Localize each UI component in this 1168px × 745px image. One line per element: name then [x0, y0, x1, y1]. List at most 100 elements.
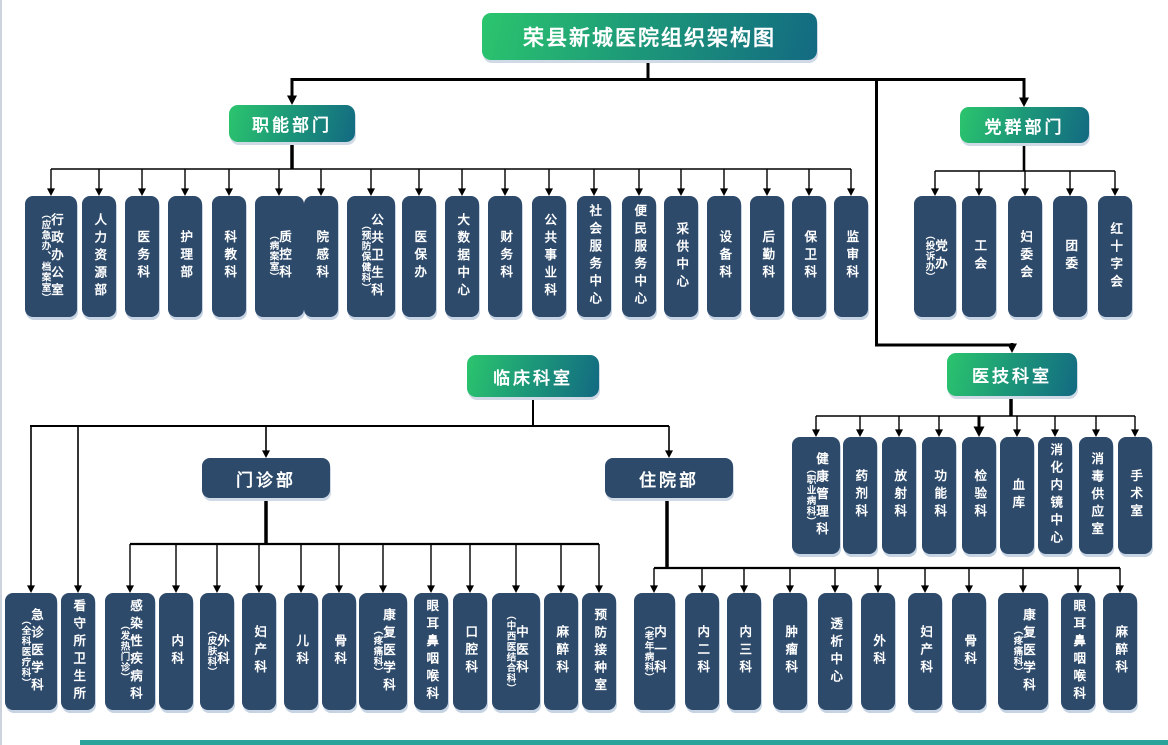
dept-box: 内科 — [159, 593, 193, 710]
branch-medical-tech-departments: 医技科室 — [947, 353, 1077, 396]
dept-box: 内二科 — [685, 593, 719, 710]
dept-subname: （疼痛科） — [371, 625, 383, 678]
dept-box: 公共卫生科（预防保健科） — [347, 196, 395, 317]
dept-name: 内一科 — [652, 625, 666, 678]
dept-box: 感染性疾病科（发热门诊） — [105, 593, 155, 710]
dept-name: 看守所卫生所 — [71, 599, 86, 704]
dept-name: 妇产科 — [252, 625, 267, 678]
dept-name: 设备科 — [717, 230, 732, 283]
dept-box: 党办（投诉办） — [914, 196, 956, 317]
dept-box: 财务科 — [488, 196, 522, 317]
dept-box: 预防接种室 — [582, 593, 616, 710]
dept-box: 儿科 — [284, 593, 318, 710]
dept-box: 妇产科 — [908, 593, 942, 710]
dept-box: 药剂科 — [843, 437, 877, 554]
dept-name: 监审科 — [844, 230, 859, 283]
dept-name: 麻醉科 — [554, 625, 569, 678]
dept-box: 妇产科 — [242, 593, 276, 710]
dept-box: 院感科 — [304, 196, 338, 317]
dept-name: 急诊医学科 — [29, 607, 43, 696]
dept-name: 社会服务中心 — [587, 204, 602, 309]
dept-name: 科教科 — [222, 230, 237, 283]
bottom-edge-strip — [80, 740, 1168, 745]
dept-box: 眼耳鼻咽喉科 — [414, 593, 448, 710]
dept-box: 外科 — [861, 593, 895, 710]
dept-box: 医务科 — [125, 196, 159, 317]
dept-name: 内二科 — [695, 625, 710, 678]
dept-name: 后勤科 — [760, 230, 775, 283]
dept-box: 行政办公室（应急办、档案室） — [25, 196, 77, 317]
dept-box: 便民服务中心 — [622, 196, 656, 317]
dept-subname: （应急办、档案室） — [39, 209, 51, 304]
branch-functional-departments: 职能部门 — [229, 105, 355, 142]
dept-name: 护理部 — [178, 230, 193, 283]
dept-name: 手术室 — [1128, 469, 1143, 522]
dept-name: 药剂科 — [853, 469, 868, 522]
dept-subname: （疼痛科） — [1011, 625, 1023, 678]
dept-subname: （病案室） — [267, 230, 279, 283]
dept-box: 透析中心 — [818, 593, 852, 710]
dept-box: 康复医学科（疼痛科） — [998, 593, 1048, 710]
dept-box: 采供中心 — [664, 196, 698, 317]
dept-box: 康复医学科（疼痛科） — [359, 593, 407, 710]
dept-box: 骨科 — [322, 593, 356, 710]
dept-box: 科教科 — [212, 196, 246, 317]
dept-box: 人力资源部 — [82, 196, 116, 317]
dept-name: 财务科 — [498, 230, 513, 283]
dept-box: 公共事业科 — [532, 196, 566, 317]
dept-name: 质控科 — [277, 230, 291, 283]
chart-title: 荣县新城医院组织架构图 — [482, 13, 817, 60]
dept-name: 外科 — [871, 634, 886, 669]
dept-name: 医务科 — [135, 230, 150, 283]
dept-name: 透析中心 — [828, 616, 843, 687]
dept-name: 眼耳鼻咽喉科 — [1071, 599, 1086, 704]
dept-box: 护理部 — [168, 196, 202, 317]
dept-box: 内三科 — [727, 593, 761, 710]
dept-name: 消化内镜中心 — [1048, 443, 1063, 548]
dept-name: 骨科 — [962, 634, 977, 669]
dept-name: 儿科 — [294, 634, 309, 669]
dept-name: 麻醉科 — [1113, 625, 1128, 678]
dept-name: 公共事业科 — [542, 212, 557, 301]
dept-name: 便民服务中心 — [632, 204, 647, 309]
dept-box: 保卫科 — [792, 196, 826, 317]
dept-box: 口腔科 — [453, 593, 487, 710]
dept-box: 血库 — [1000, 437, 1034, 554]
dept-box: 内一科（老年病科） — [633, 593, 675, 710]
dept-name: 肿瘤科 — [783, 625, 798, 678]
dept-box: 监审科 — [834, 196, 868, 317]
branch-inpatient-department: 住院部 — [605, 458, 733, 498]
dept-box: 骨科 — [952, 593, 986, 710]
branch-party-mass-departments: 党群部门 — [960, 107, 1089, 143]
dept-box: 肿瘤科 — [773, 593, 807, 710]
dept-box: 手术室 — [1118, 437, 1152, 554]
dept-name: 预防接种室 — [592, 607, 607, 696]
dept-box: 麻醉科 — [1103, 593, 1137, 710]
dept-box: 健康管理科（职业病科） — [792, 437, 840, 554]
dept-box: 消化内镜中心 — [1038, 437, 1072, 554]
dept-subname: （投诉办） — [923, 230, 935, 283]
branch-clinical-departments: 临床科室 — [467, 355, 599, 397]
dept-box: 大数据中心 — [445, 196, 479, 317]
dept-name: 行政办公室 — [49, 212, 63, 301]
dept-box: 工会 — [962, 196, 996, 317]
dept-box: 红十字会 — [1098, 196, 1132, 317]
dept-box: 妇委会 — [1008, 196, 1042, 317]
dept-box: 后勤科 — [750, 196, 784, 317]
dept-name: 血库 — [1010, 478, 1025, 513]
dept-name: 保卫科 — [802, 230, 817, 283]
dept-name: 康复医学科 — [1021, 607, 1035, 696]
dept-box: 急诊医学科（全科医疗科） — [5, 593, 57, 710]
branch-outpatient-department: 门诊部 — [202, 458, 330, 498]
dept-box: 医保办 — [402, 196, 436, 317]
dept-name: 红十字会 — [1108, 221, 1123, 292]
dept-name: 健康管理科 — [814, 451, 828, 540]
dept-subname: （老年病科） — [642, 620, 654, 683]
dept-name: 功能科 — [932, 469, 947, 522]
dept-box: 团委 — [1053, 196, 1087, 317]
dept-name: 团委 — [1063, 239, 1078, 274]
dept-name: 中医科 — [514, 625, 528, 678]
dept-name: 公共卫生科 — [369, 212, 383, 301]
